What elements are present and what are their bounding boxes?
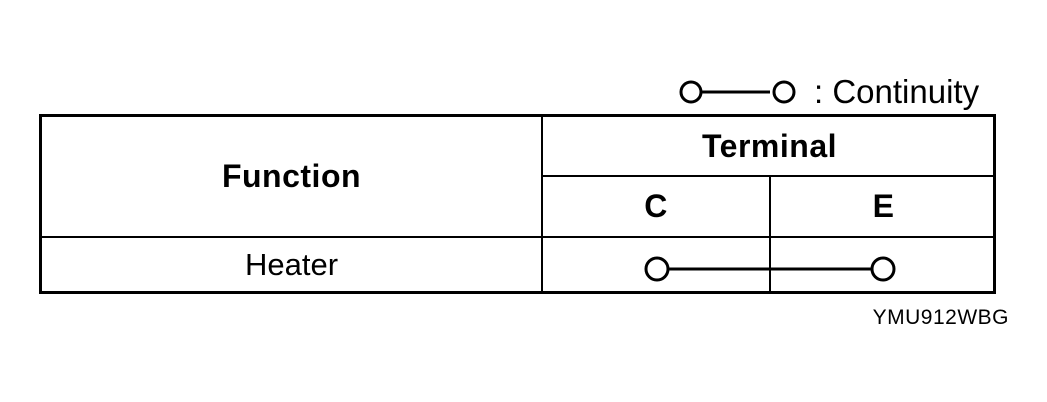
legend-label: : Continuity — [814, 73, 980, 110]
continuity-wire — [644, 256, 896, 282]
terminal-header: Terminal — [702, 127, 837, 164]
column-divider-function — [541, 117, 543, 291]
column-divider-terminal — [769, 176, 771, 291]
function-heater: Heater — [244, 246, 339, 282]
terminal-c-dot — [644, 256, 670, 282]
continuity-legend: : Continuity — [676, 72, 979, 112]
header-body-divider — [42, 236, 996, 238]
function-header: Function — [221, 158, 362, 194]
terminal-e-dot — [870, 256, 896, 282]
terminal-c-header: C — [644, 188, 668, 224]
terminal-e-header: E — [872, 188, 895, 224]
document-code: YMU912WBG — [872, 306, 1009, 329]
continuity-table: Function Terminal C E Heater — [39, 114, 996, 294]
continuity-symbol-icon — [679, 80, 796, 104]
